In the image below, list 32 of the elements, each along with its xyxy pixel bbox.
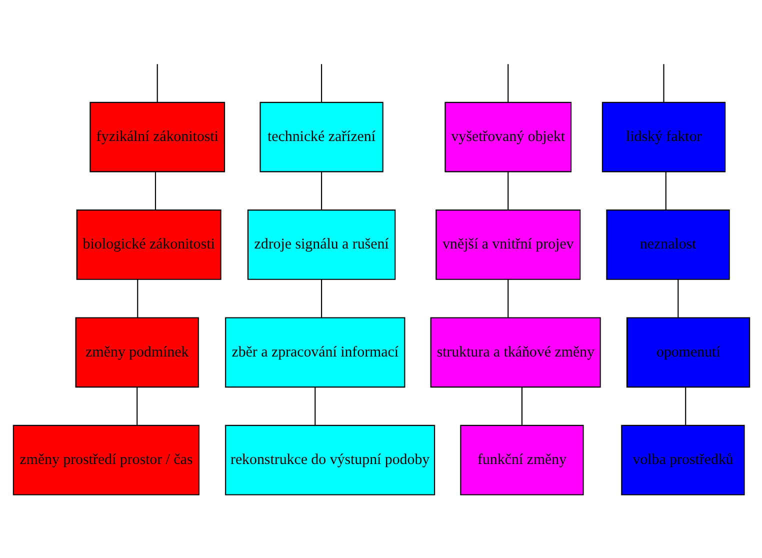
node-box: struktura a tkáňové změny [430, 317, 600, 388]
node-box: změny podmínek [74, 317, 198, 388]
node-box: neznalost [606, 210, 730, 280]
connector [684, 387, 686, 426]
node-box: změny prostředí prostor / čas [12, 424, 199, 496]
connector [154, 172, 156, 210]
connector [677, 279, 678, 318]
connector [136, 279, 138, 318]
connector [136, 387, 138, 426]
connector [662, 64, 664, 102]
connector [664, 172, 666, 210]
connector [507, 64, 508, 102]
connector [156, 64, 158, 102]
node-box: biologické zákonitosti [76, 210, 221, 280]
connector [320, 64, 322, 102]
node-box: rekonstrukce do výstupní podoby [224, 424, 435, 496]
node-box: funkční změny [460, 424, 584, 496]
node-box: vnější a vnitřní projev [435, 210, 580, 280]
node-box: zběr a zpracování informací [224, 317, 405, 388]
connector [314, 387, 316, 426]
connector [320, 279, 322, 318]
node-box: fyzikální zákonitosti [89, 102, 225, 172]
node-box: technické zařízení [259, 102, 383, 172]
node-box: lidský faktor [601, 102, 726, 172]
node-box: opomenutí [626, 317, 750, 388]
node-box: volba prostředků [620, 424, 744, 496]
connector [320, 172, 322, 210]
node-box: vyšetřovaný objekt [444, 102, 572, 172]
connector [507, 279, 508, 318]
connector [520, 387, 522, 426]
node-box: zdroje signálu a rušení [246, 210, 396, 280]
connector [507, 172, 508, 210]
